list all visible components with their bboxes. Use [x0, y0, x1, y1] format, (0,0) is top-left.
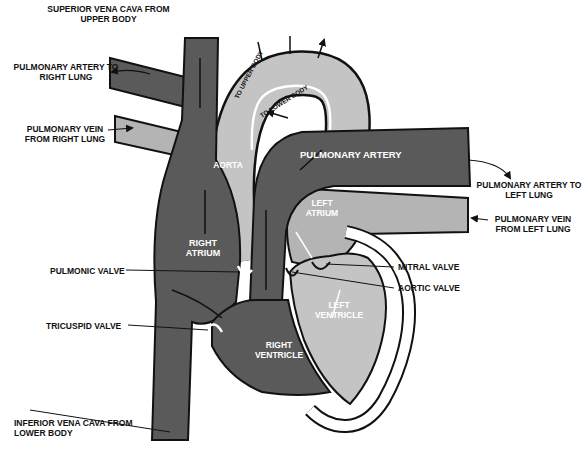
arrow-left-vein — [472, 218, 488, 220]
leader-lines — [30, 264, 394, 432]
part-label: TRICUSPID VALVE — [46, 321, 121, 331]
part-label: AORTA — [204, 160, 252, 170]
part-label: PULMONARY ARTERY TO LEFT LUNG — [474, 180, 584, 200]
part-label: SUPERIOR VENA CAVA FROM UPPER BODY — [46, 4, 171, 24]
right-atrium — [152, 38, 240, 440]
part-label: PULMONARY ARTERY — [300, 150, 402, 160]
part-label: MITRAL VALVE — [398, 262, 459, 272]
part-label: RIGHT ATRIUM — [172, 238, 234, 258]
right-valves — [206, 266, 252, 332]
part-label: AORTIC VALVE — [398, 283, 460, 293]
part-label: PULMONIC VALVE — [50, 266, 125, 276]
left-atrium — [287, 188, 468, 268]
right-ventricle — [212, 300, 330, 395]
part-label: PULMONARY VEIN FROM RIGHT LUNG — [14, 124, 116, 144]
part-label: INFERIOR VENA CAVA FROM LOWER BODY — [14, 418, 139, 438]
pulmonary-artery — [250, 128, 470, 302]
arrow-right-vein — [108, 128, 132, 130]
flow-arrows — [172, 58, 322, 318]
part-label: LEFT VENTRICLE — [306, 300, 372, 320]
part-label: LEFT ATRIUM — [296, 198, 348, 218]
part-label: PULMONARY VEIN FROM LEFT LUNG — [482, 214, 584, 234]
arrow-left-lung — [468, 160, 510, 178]
branch-arrows — [258, 36, 324, 60]
part-label: RIGHT VENTRICLE — [244, 340, 314, 360]
left-valves — [286, 262, 330, 276]
part-label: PULMONARY ARTERY TO RIGHT LUNG — [12, 62, 120, 82]
